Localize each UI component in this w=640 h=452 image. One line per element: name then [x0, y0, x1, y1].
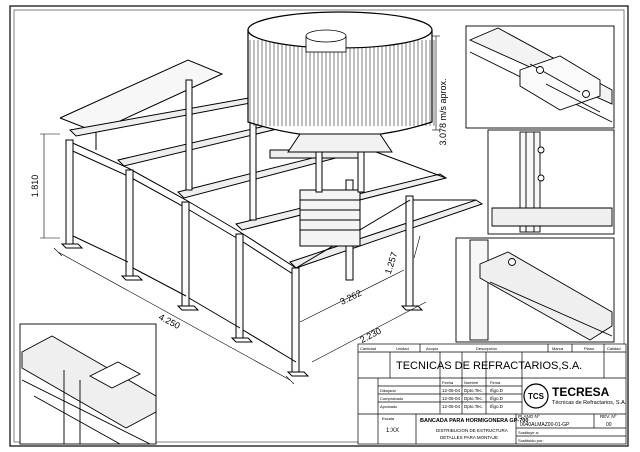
tb-col-unidad: Unidad — [396, 346, 409, 351]
tb-sign-date: 12-05-04 — [442, 388, 461, 393]
tb-sign-name: Dpto.Tec. — [464, 388, 483, 393]
title-block — [357, 343, 627, 445]
detail-view-bottom-left — [19, 323, 157, 445]
tb-sign-col-fecha: Fecha — [442, 380, 454, 385]
mixer-drum — [247, 11, 435, 193]
dim-height-label: 1.810 — [30, 175, 40, 198]
tb-sign-label: Comprobado — [380, 396, 404, 401]
logo-text: TECRESA — [552, 385, 610, 399]
detail-view-lower-right — [455, 237, 615, 343]
tb-sign-firma: Ifigo.D — [490, 396, 504, 401]
rev-number: 00 — [606, 422, 612, 428]
tb-col-plano: Plano — [584, 346, 595, 351]
tb-col-descripcion: Descripción — [476, 346, 497, 351]
dim-mixer-height-label: 3.078 m/s aprox. — [438, 78, 448, 145]
tb-col-calidad: Calidad — [607, 346, 621, 351]
detail-view-middle-right — [487, 129, 615, 235]
drawing-subtitle-2: DETALLES PARA MONTAJE — [440, 435, 498, 440]
tb-sign-firma: Ifigo.D — [490, 404, 504, 409]
tb-sign-date: 12-05-04 — [442, 396, 461, 401]
tb-sign-firma: Ifigo.D — [490, 388, 504, 393]
tb-sign-col-firma: Firma — [490, 380, 501, 385]
plano-number: 0040ALMAZ00-01-GP — [520, 422, 570, 428]
tb-sign-row: Comprobado 12-05-04 Dpto.Tec. Ifigo.D — [380, 396, 504, 401]
tecresa-logo: TCS TECRESA Técnicas de Refractarios, S.… — [523, 383, 627, 409]
drawing-title: BANCADA PARA HORMIGONERA GP-700 — [420, 418, 528, 424]
rev-label: REV. Nº — [600, 414, 617, 419]
tb-sign-label: Dibujado — [380, 388, 397, 393]
detail-view-top-right — [465, 25, 615, 129]
tb-sign-name: Dpto.Tec. — [464, 404, 483, 409]
tb-col-cantidad: Cantidad — [360, 346, 376, 351]
drawing-subtitle: DISTRIBUCION DE ESTRUCTURA — [436, 428, 508, 433]
drawing-frame — [9, 5, 629, 447]
tb-sign-row: Aprobado 12-05-04 Dpto.Tec. Ifigo.D — [380, 404, 504, 409]
plano-label: PLANO Nº — [518, 414, 540, 419]
tb-sign-date: 12-05-04 — [442, 404, 461, 409]
tb-sign-label: Aprobado — [380, 404, 398, 409]
tb-sign-row: Dibujado 12-05-04 Dpto.Tec. Ifigo.D — [380, 388, 504, 393]
tb-col-acopio: Acopio — [426, 346, 439, 351]
scale-label: Escala — [382, 416, 395, 421]
sustituye-label: Sustituye a: — [518, 430, 539, 435]
dimension-lines — [40, 35, 440, 385]
logo-subtitle: Técnicas de Refractarios, S.A. — [552, 400, 627, 406]
tb-sign-col-nombre: Nombre — [464, 380, 479, 385]
sustituido-por-label: Sustituido por: — [518, 438, 544, 443]
scale-value: 1:XX — [386, 428, 399, 434]
tb-sign-name: Dpto.Tec. — [464, 396, 483, 401]
tb-col-marca: Marca — [552, 346, 564, 351]
company-name: TECNICAS DE REFRACTARIOS,S.A. — [396, 360, 582, 372]
logo-mark: TCS — [528, 392, 545, 401]
